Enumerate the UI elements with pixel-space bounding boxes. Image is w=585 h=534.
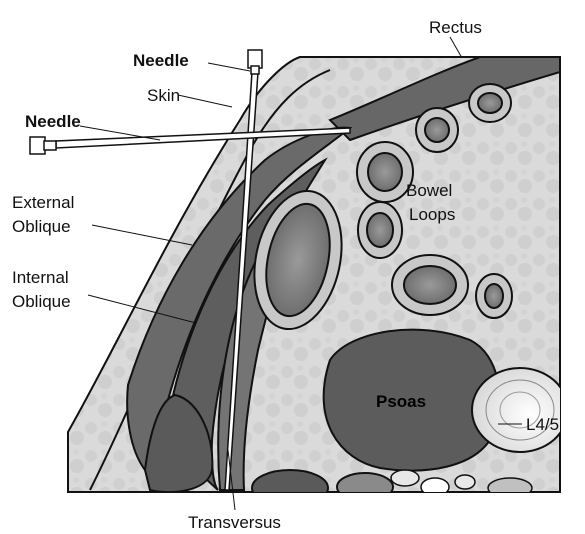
external-oblique-label-line1: External bbox=[12, 193, 74, 212]
bowel-loops-label-line2: Loops bbox=[409, 205, 455, 224]
bowel-loops-label-line1: Bowel bbox=[406, 181, 452, 200]
skin-label: Skin bbox=[147, 86, 180, 105]
needle-horizontal-label: Needle bbox=[25, 112, 81, 131]
psoas-label: Psoas bbox=[376, 392, 426, 411]
rectus-label: Rectus bbox=[429, 18, 482, 37]
transversus-label: Transversus bbox=[188, 513, 281, 532]
vertebra-label: L4/5 bbox=[526, 415, 559, 434]
needle-vertical-label: Needle bbox=[133, 51, 189, 70]
external-oblique-label-line2: Oblique bbox=[12, 217, 71, 236]
internal-oblique-label-line1: Internal bbox=[12, 268, 69, 287]
internal-oblique-label-line2: Oblique bbox=[12, 292, 71, 311]
vertebra-l4-5 bbox=[472, 368, 568, 452]
